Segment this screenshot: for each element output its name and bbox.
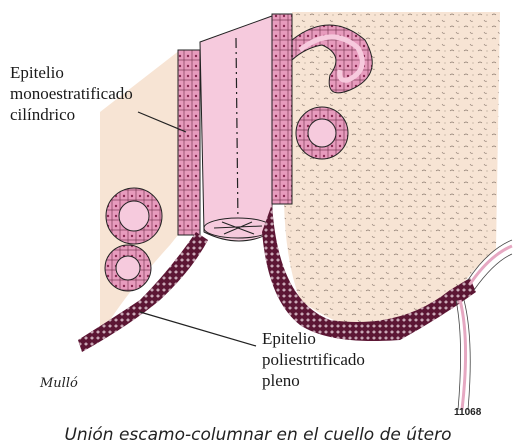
gland-left-upper [106,188,162,244]
gland-right [296,107,348,159]
columnar-epithelium-right [272,14,292,204]
artist-signature: Mulló [40,376,78,391]
label-cylindrical-epithelium: Epitelio monoestratificado cilíndrico [10,62,200,125]
gland-left-lower [105,245,151,291]
figure-code: 11068 [454,407,481,418]
endocervical-canal [200,16,272,241]
leader-stratified [140,312,256,346]
label-stratified-epithelium: Epitelio poliestrtificado pleno [262,328,412,391]
figure-caption: Unión escamo-columnar en el cuello de út… [0,424,516,446]
